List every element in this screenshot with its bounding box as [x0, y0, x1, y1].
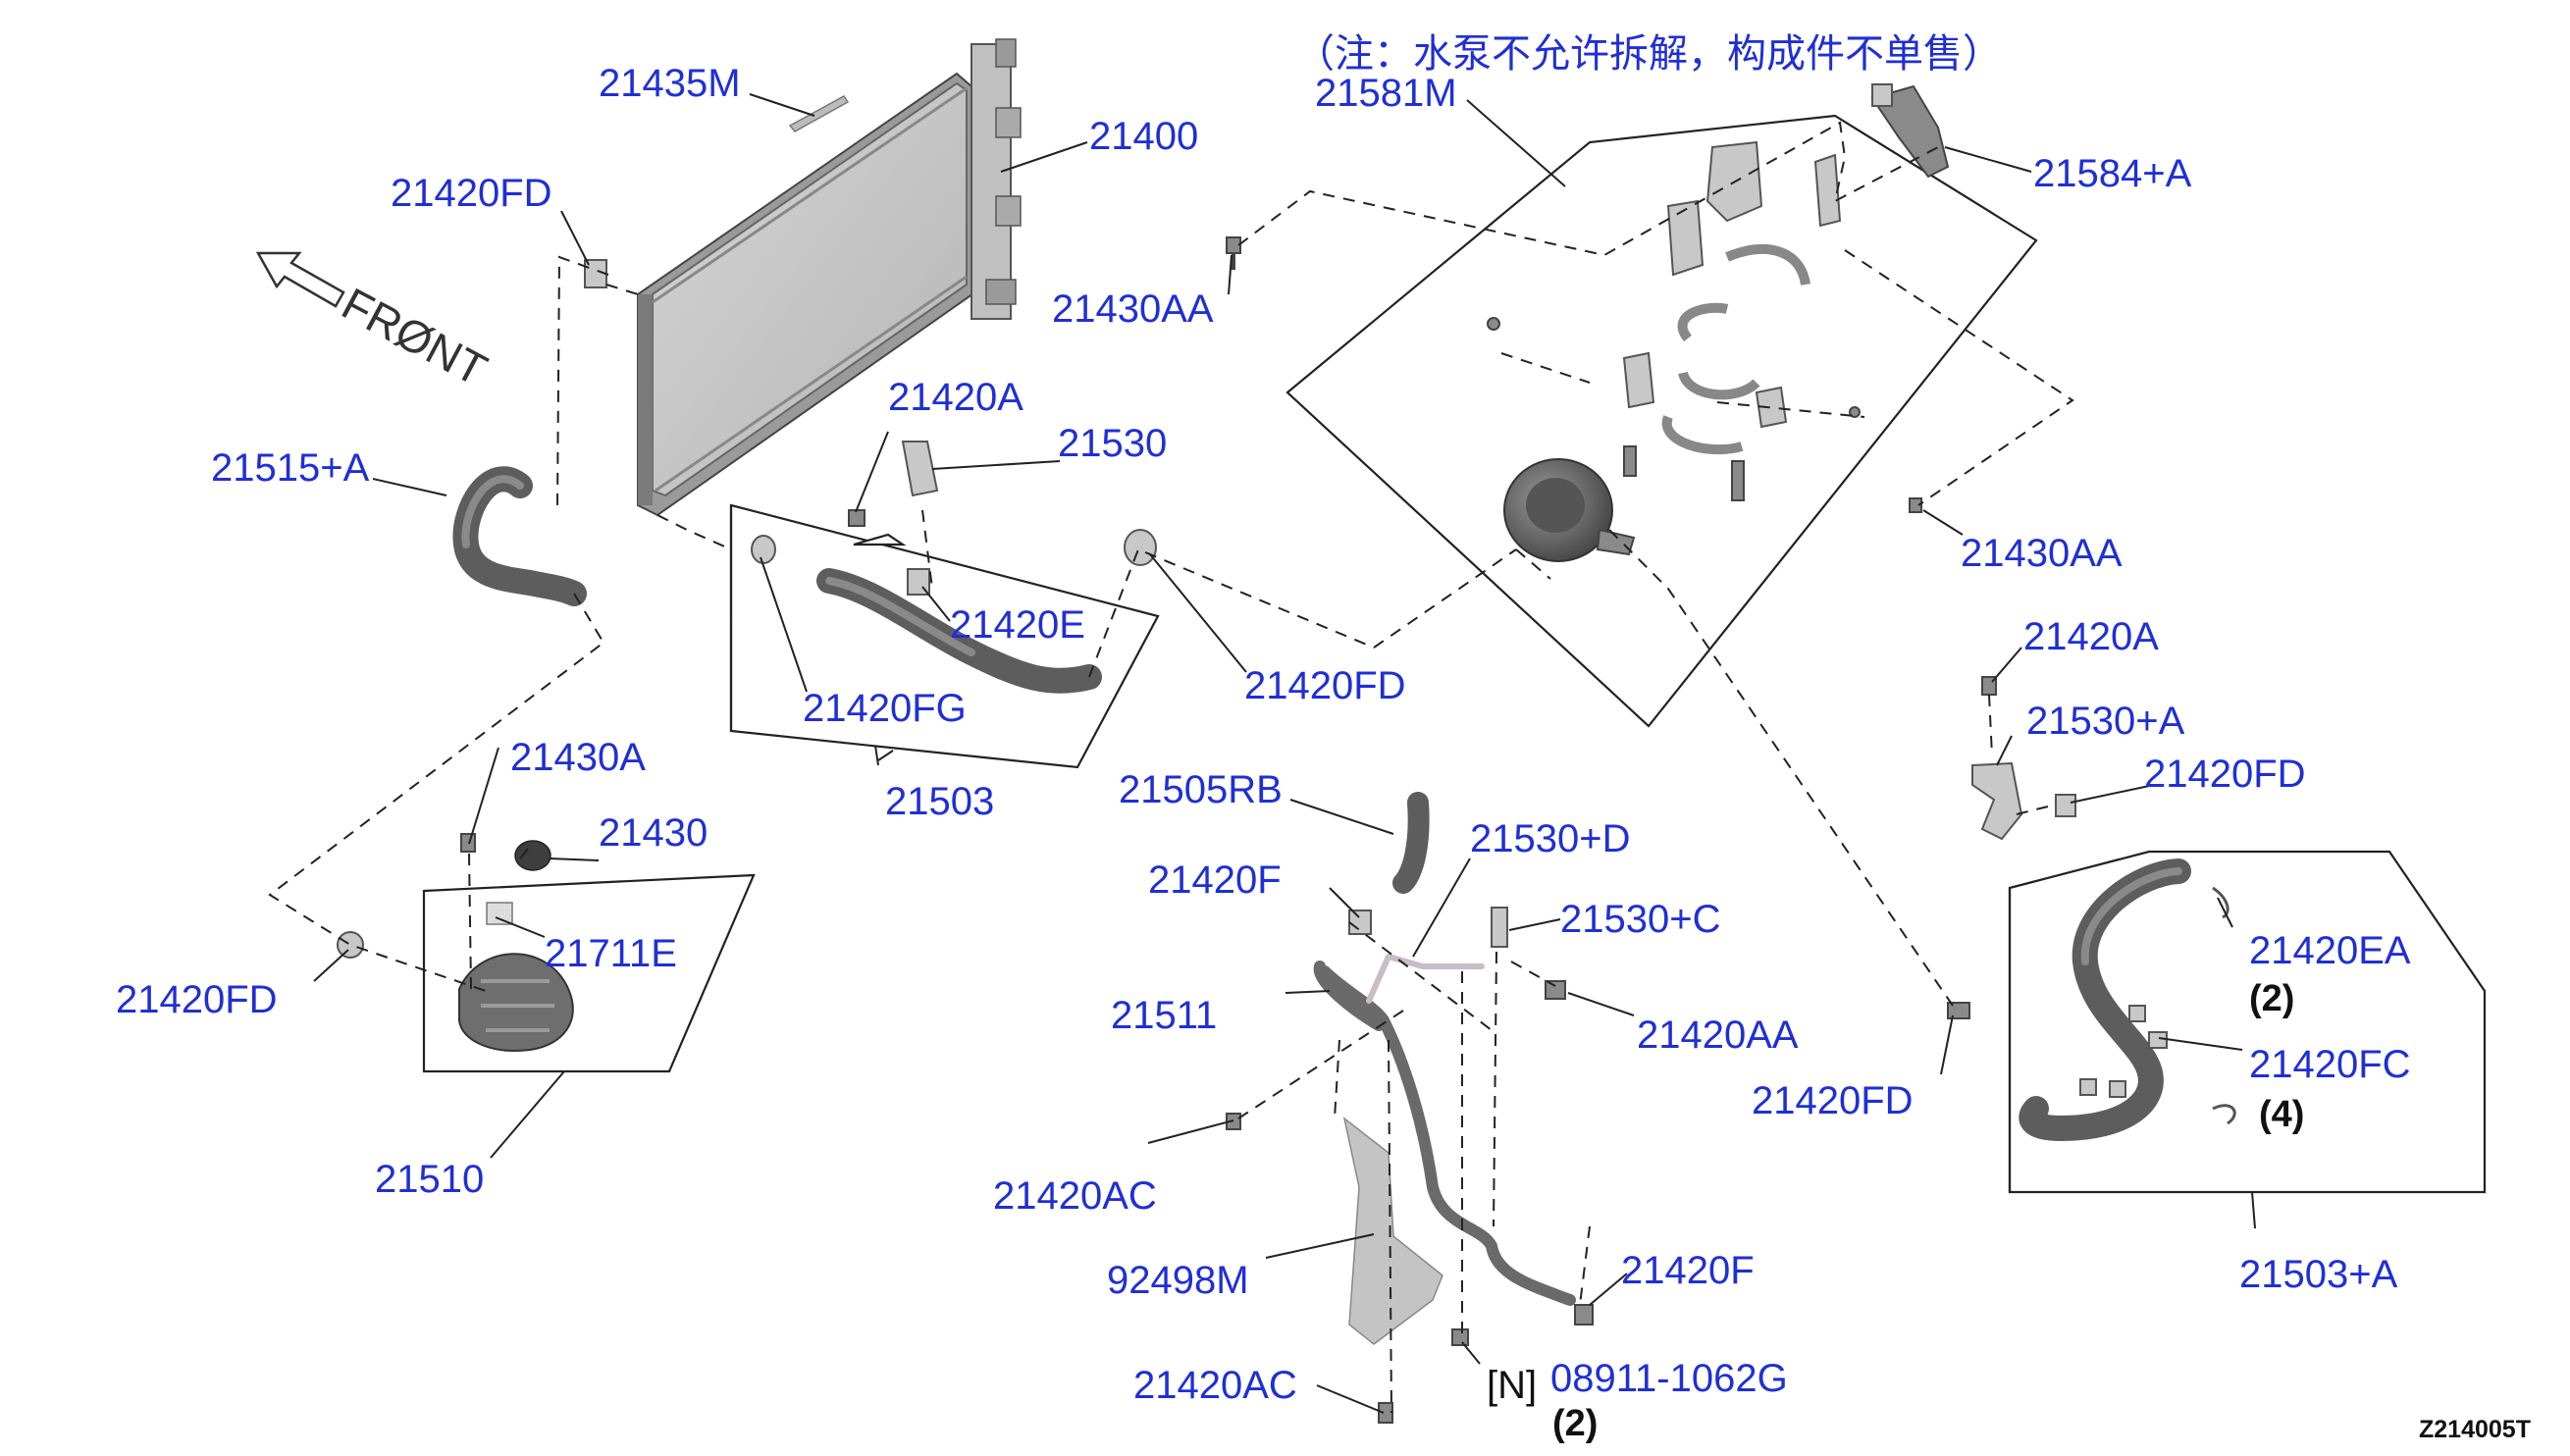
- label-21420FD-b: 21420FD: [1244, 664, 1406, 707]
- label-21503: 21503: [885, 780, 994, 823]
- group-frame-21510: [422, 873, 756, 1073]
- label-21420A-a: 21420A: [888, 376, 1023, 419]
- label-21420E: 21420E: [950, 603, 1085, 647]
- label-21420AC-a: 21420AC: [993, 1174, 1157, 1218]
- part-21584A-illustration: [1870, 83, 1950, 179]
- hose-21503A-illustration: [2019, 858, 2236, 1141]
- label-21503A: 21503+A: [2239, 1253, 2398, 1296]
- label-21530D: 21530+D: [1470, 817, 1630, 860]
- label-21420FD-a: 21420FD: [391, 172, 552, 215]
- label-21420AC-b: 21420AC: [1133, 1364, 1297, 1407]
- label-21430AA-b: 21430AA: [1961, 532, 2123, 575]
- label-21420AA: 21420AA: [1637, 1014, 1799, 1057]
- bolt-21430AA-a: [1226, 236, 1241, 254]
- label-92498M: 92498M: [1107, 1259, 1249, 1302]
- label-21420FD-e: 21420FD: [1752, 1079, 1914, 1122]
- label-21430AA-a: 21430AA: [1052, 287, 1214, 331]
- water-pump-illustration: [1487, 140, 1861, 562]
- bolt-21430AA-b: [1909, 497, 1922, 513]
- label-21515A: 21515+A: [211, 446, 370, 490]
- bracket-21530-illustration: [848, 441, 939, 527]
- radiator-illustration: [637, 38, 1022, 517]
- label-21420FG: 21420FG: [803, 687, 967, 730]
- group-frame-21581M: [1285, 114, 2038, 728]
- dashed-connections: [268, 121, 2074, 1414]
- label-08911-1062G: 08911-1062G: [1550, 1357, 1788, 1400]
- label-21420F-b: 21420F: [1621, 1249, 1755, 1292]
- group-frame-21503A: [2008, 850, 2487, 1194]
- hose-21515A-illustration: [452, 466, 587, 606]
- label-21420EA: 21420EA: [2249, 929, 2411, 972]
- label-21584A: 21584+A: [2033, 152, 2192, 195]
- label-21420A-b: 21420A: [2023, 615, 2159, 658]
- n-mark: [N]: [1487, 1364, 1537, 1407]
- front-label: FRØNT: [334, 278, 495, 395]
- qty-21420EA: (2): [2249, 978, 2294, 1019]
- pipe-21511-illustration: [1226, 792, 1594, 1424]
- clip-21420FD-d: [2055, 794, 2076, 817]
- drawing-code: Z214005T: [2419, 1416, 2531, 1443]
- label-21530C: 21530+C: [1560, 898, 1720, 941]
- label-21430A: 21430A: [510, 736, 646, 779]
- label-21581M: 21581M: [1315, 72, 1457, 115]
- label-21420F-a: 21420F: [1148, 858, 1282, 902]
- qty-21420FC: (4): [2259, 1094, 2304, 1135]
- clip-21420FD-e: [1947, 1002, 1970, 1019]
- label-21530A: 21530+A: [2026, 700, 2185, 743]
- hose-21503-illustration: [751, 529, 1157, 694]
- qty-08911: (2): [1552, 1403, 1598, 1444]
- bracket-21530A-illustration: [1971, 761, 2023, 841]
- label-21420FC: 21420FC: [2249, 1043, 2411, 1086]
- label-21711E: 21711E: [545, 932, 677, 975]
- front-arrow: FRØNT: [255, 251, 496, 395]
- label-21420FD-d: 21420FD: [2144, 753, 2306, 796]
- label-21430: 21430: [599, 811, 708, 855]
- label-21400: 21400: [1089, 115, 1198, 158]
- reservoir-illustration: [337, 833, 574, 1052]
- leader-lines: [313, 93, 2256, 1414]
- note-text: （注：水泵不允许拆解，构成件不单售）: [1295, 31, 2002, 77]
- shield-92498M-illustration: [1342, 1117, 1443, 1345]
- label-21511: 21511: [1111, 994, 1217, 1037]
- label-21420FD-c: 21420FD: [116, 978, 278, 1021]
- label-21505RB: 21505RB: [1119, 768, 1283, 811]
- label-21435M: 21435M: [599, 62, 741, 105]
- label-21510: 21510: [375, 1158, 484, 1201]
- label-21530: 21530: [1058, 422, 1167, 465]
